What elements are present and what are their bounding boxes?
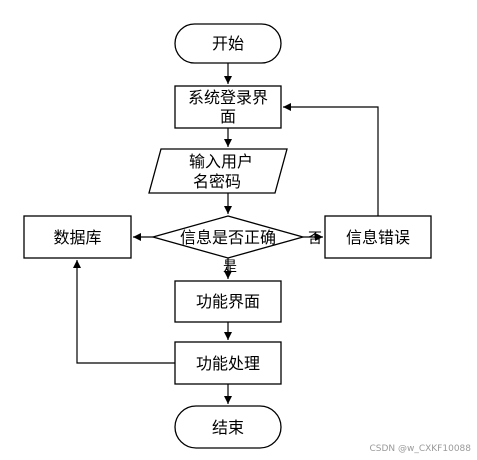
edge-label-no: 否 xyxy=(308,231,322,247)
input-credentials-parallelogram xyxy=(148,148,288,194)
function-ui-label: 功能界面 xyxy=(196,292,260,311)
function-processing-label: 功能处理 xyxy=(196,354,260,373)
input-label-line1: 输入用户 xyxy=(189,152,253,171)
start-label: 开始 xyxy=(212,34,244,53)
end-terminal xyxy=(174,405,282,449)
input-label-line2: 名密码 xyxy=(193,172,241,191)
login-screen-box xyxy=(174,85,282,129)
decision-label: 信息是否正确 xyxy=(180,228,276,247)
arrow-processing-to-database xyxy=(73,260,175,364)
login-label-line2: 面 xyxy=(220,107,236,126)
watermark-text: CSDN @w_CXKF10088 xyxy=(369,444,471,454)
function-ui-box xyxy=(174,280,282,323)
error-label: 信息错误 xyxy=(346,228,410,247)
end-label: 结束 xyxy=(212,418,244,437)
login-label-line1: 系统登录界 xyxy=(188,88,268,107)
arrow-error-to-login xyxy=(283,103,379,216)
database-label: 数据库 xyxy=(53,228,101,247)
function-processing-box xyxy=(174,341,282,385)
edge-label-yes: 是 xyxy=(223,259,237,275)
database-box xyxy=(23,215,132,259)
